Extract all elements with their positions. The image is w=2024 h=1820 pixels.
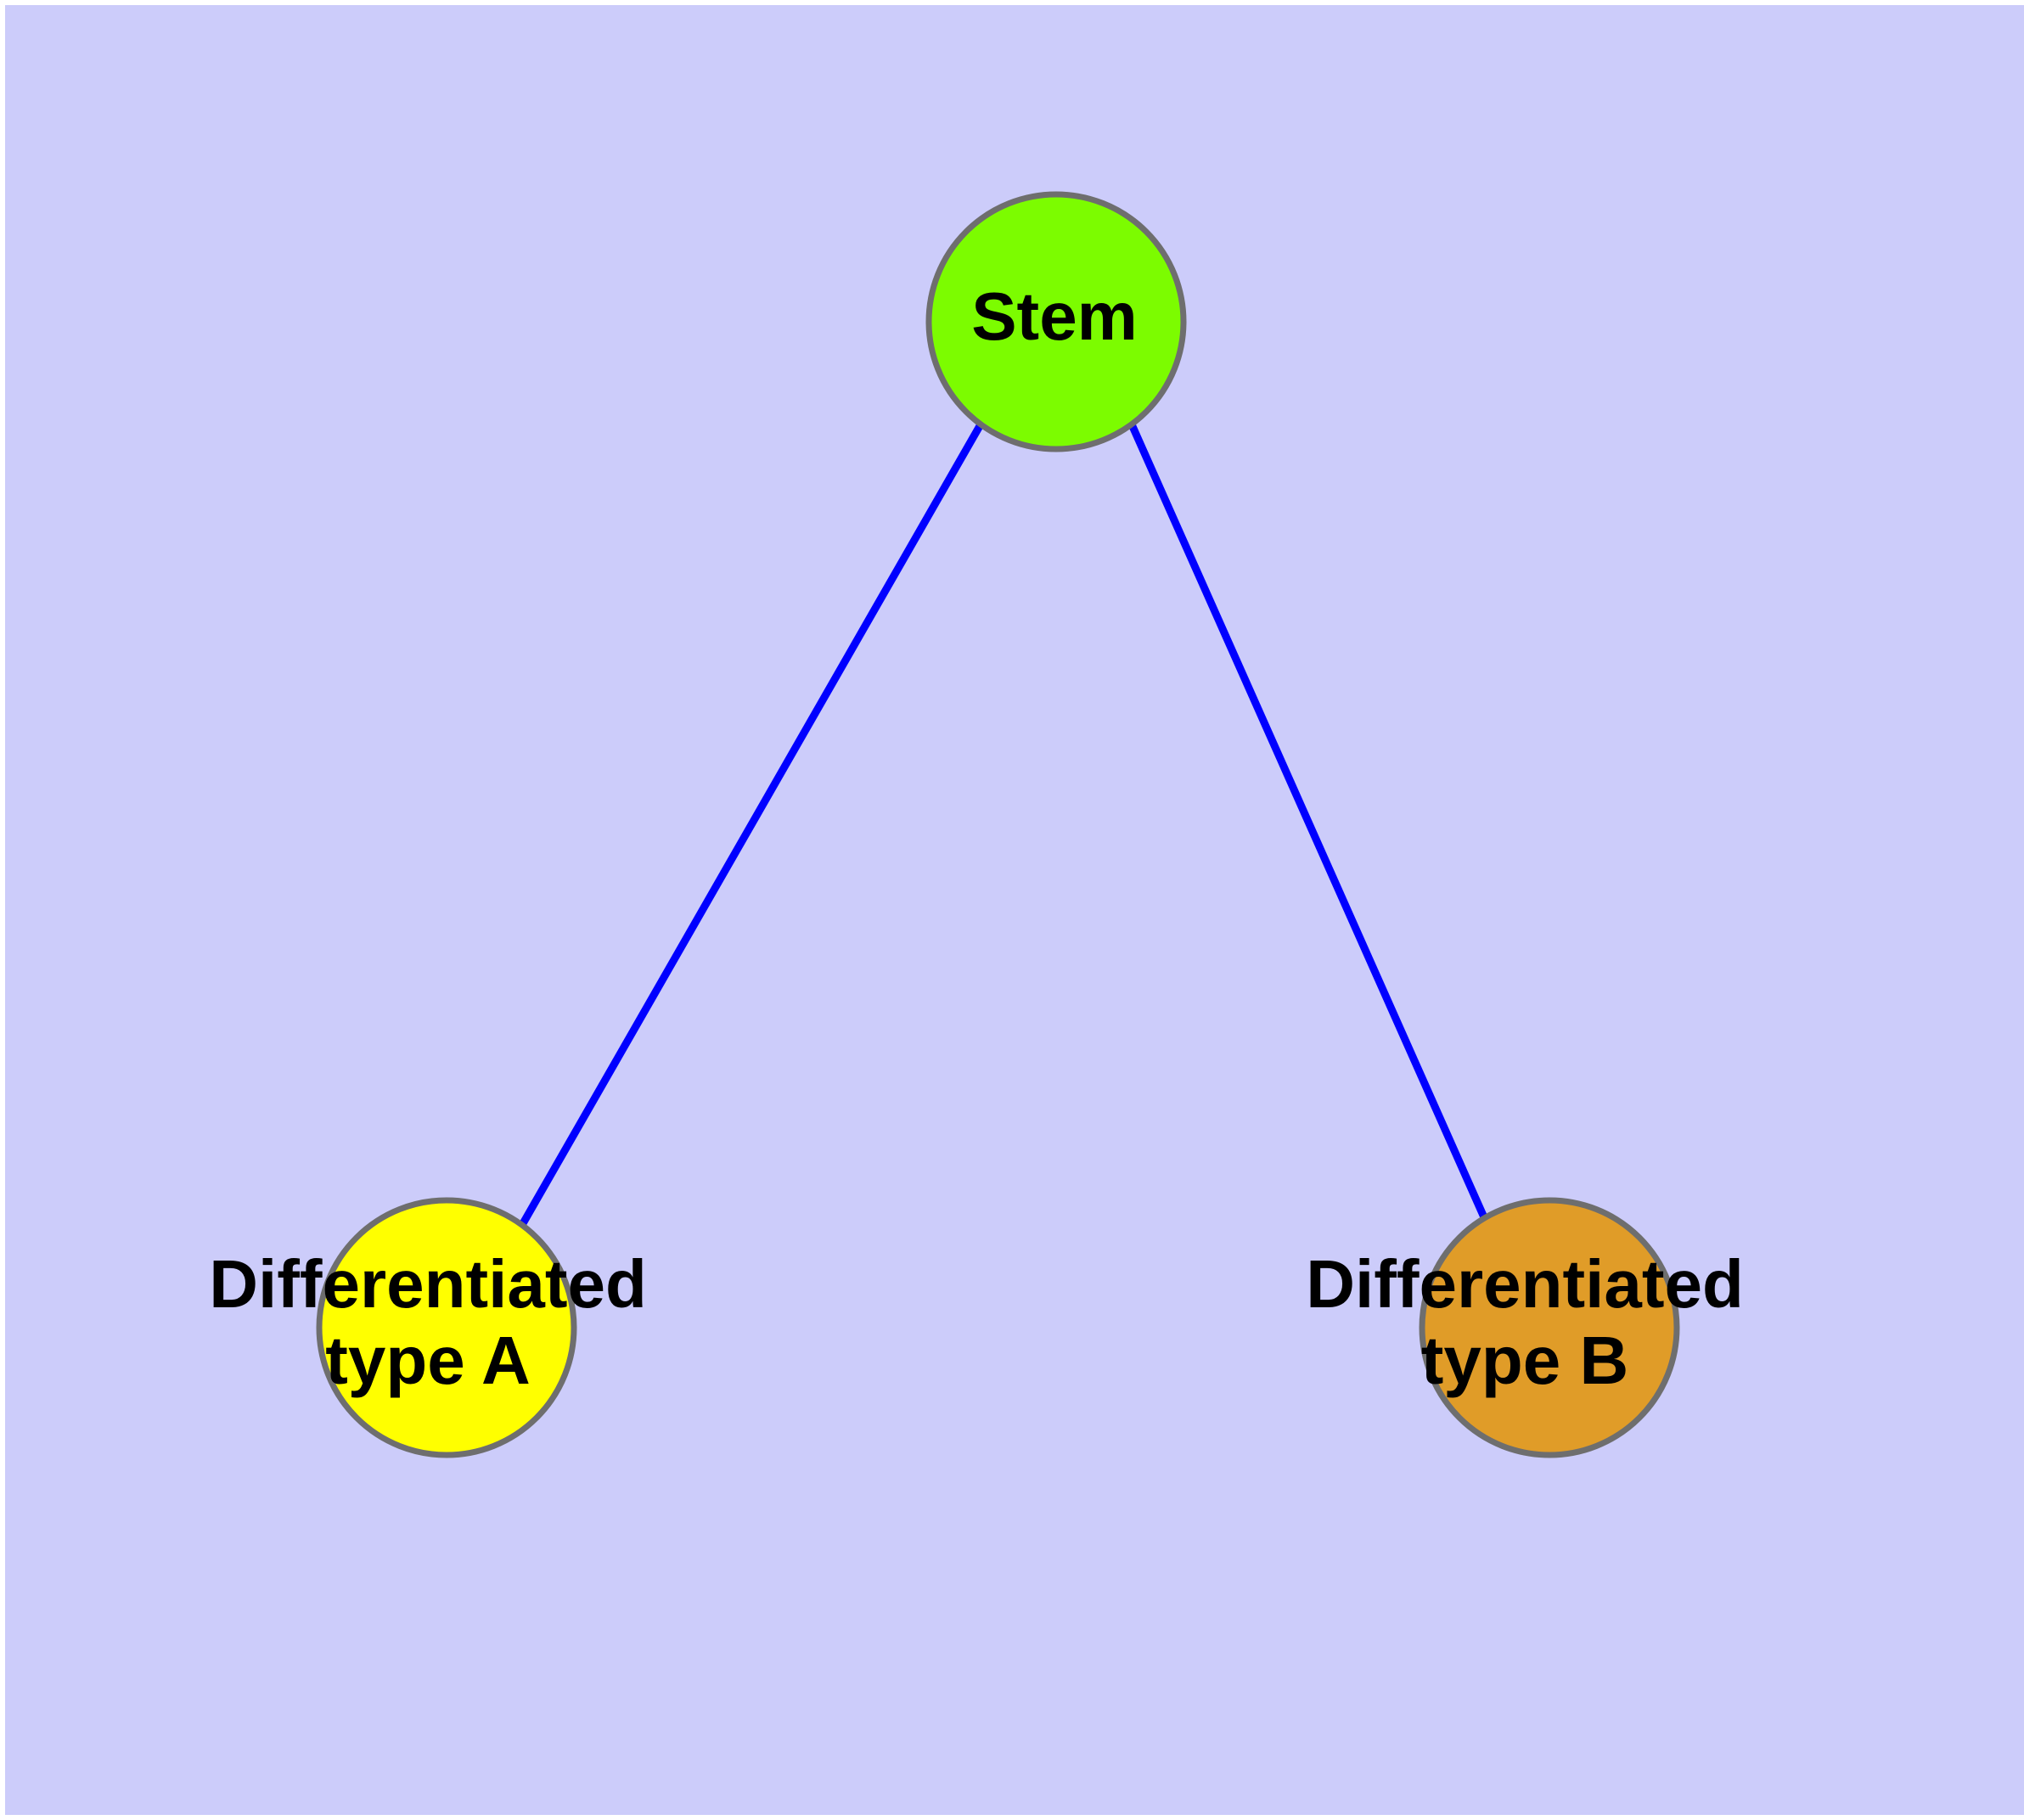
edge-stem-to-differentiated-type-a xyxy=(519,422,984,1227)
node-stem-circle[interactable] xyxy=(925,191,1187,452)
node-label-line: Differentiated xyxy=(1306,1246,1744,1322)
node-label-line: type B xyxy=(1421,1323,1629,1398)
nodes-layer xyxy=(316,191,1680,1458)
node-label-line: type A xyxy=(325,1323,531,1398)
node-differentiated-type-b-circle[interactable] xyxy=(1419,1197,1680,1458)
edge-stem-to-differentiated-type-b xyxy=(1127,423,1488,1219)
edges-layer xyxy=(519,422,1488,1227)
node-stem-label: Stem xyxy=(971,278,1138,354)
node-differentiated-type-a-circle[interactable] xyxy=(316,1197,577,1458)
node-label-line: Stem xyxy=(971,278,1138,354)
node-label-line: Differentiated xyxy=(209,1246,647,1322)
